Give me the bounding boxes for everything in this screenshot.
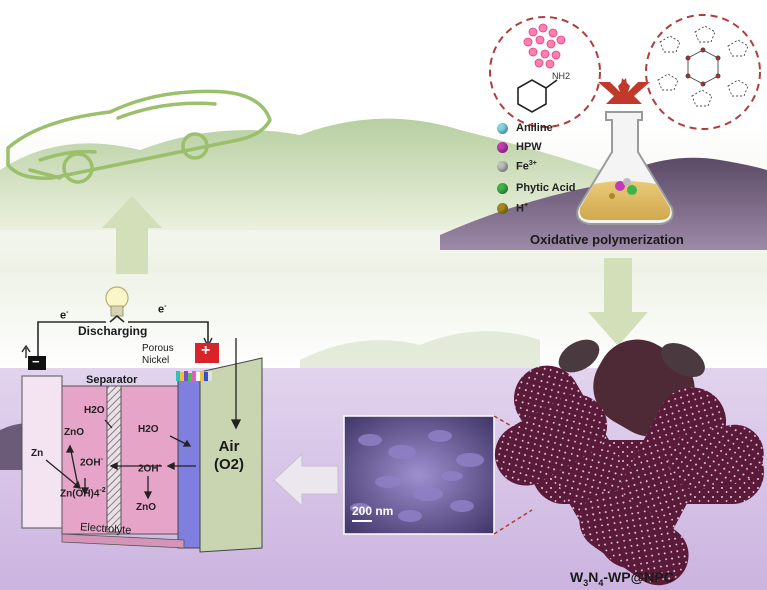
- electron-right-label: e-: [158, 303, 167, 316]
- positive-terminal: [195, 343, 219, 363]
- legend-item-hpw: HPW: [497, 138, 542, 156]
- legend-label: Aniline: [516, 122, 553, 134]
- hpw-dot-icon: [497, 141, 508, 153]
- porous-nickel: [177, 379, 201, 549]
- aniline-circle: [489, 16, 601, 128]
- electron-left-label: e-: [60, 309, 69, 322]
- phytic-dot-icon: [497, 182, 508, 194]
- up-arrow: [102, 196, 162, 274]
- legend-label: HPW: [516, 141, 542, 153]
- legend-label: Fe3+: [516, 159, 537, 173]
- red-arrows-icon: [598, 78, 650, 104]
- green-mountains: [0, 118, 600, 230]
- hpw-cluster-icon: [523, 23, 566, 69]
- reaction-arrows: [45, 338, 242, 500]
- electrolyte-bottom: [61, 533, 185, 549]
- car-outline-icon: [6, 89, 272, 184]
- zno-top-label: ZnO: [64, 427, 84, 438]
- sem-image: [343, 415, 495, 535]
- flask-icon: [576, 111, 674, 225]
- discharging-label: Discharging: [78, 324, 148, 338]
- negative-terminal: [28, 356, 46, 370]
- legend-label: Phytic Acid: [516, 182, 576, 194]
- air-cathode: [199, 357, 263, 553]
- wires: [37, 314, 209, 358]
- separator: [106, 385, 122, 533]
- h-dot-icon: [497, 202, 508, 214]
- oh-left-label: 2OH-: [80, 456, 103, 469]
- zno-bottom-label: ZnO: [136, 502, 156, 513]
- nickel-texture: [176, 371, 212, 381]
- minus-sign: −: [32, 354, 40, 369]
- connector-bottom: [493, 509, 533, 535]
- legend-label: H+: [516, 201, 529, 215]
- aniline-molecule-icon: [517, 79, 558, 113]
- legend-item-phytic-acid: Phytic Acid: [497, 179, 576, 197]
- h2o-left-label: H2O: [84, 405, 105, 416]
- phytic-circle: [645, 14, 761, 130]
- lightbulb-icon: [105, 286, 129, 317]
- down-arrow: [588, 258, 648, 346]
- process-label: Oxidative polymerization: [530, 232, 684, 247]
- legend-item-aniline: Aniline: [497, 119, 553, 137]
- left-arrow: [273, 452, 339, 508]
- product-label: W3N4-WP@NPC: [570, 569, 674, 588]
- phytic-acid-molecule-icon: [657, 25, 749, 107]
- sem-scale-label: 200 nm: [352, 504, 394, 518]
- separator-label: Separator: [86, 374, 138, 386]
- electron-flow-arrow-left: [21, 344, 31, 358]
- legend-item-fe: Fe3+: [497, 157, 537, 175]
- faint-mountains: [300, 331, 540, 370]
- plus-sign: +: [201, 342, 211, 359]
- oh-right-label: 2OH-: [138, 462, 161, 475]
- legend-item-h: H+: [497, 199, 528, 217]
- h2o-right-label: H2O: [138, 424, 159, 435]
- zinc-chamber: [21, 375, 63, 529]
- aniline-dot-icon: [497, 122, 508, 134]
- air-label: Air(O2): [214, 438, 244, 473]
- zn-oh4-label: Zn(OH)4-2: [60, 487, 106, 500]
- zn-label: Zn: [31, 448, 44, 459]
- fe-dot-icon: [497, 160, 508, 172]
- nanostructure-icon: [494, 339, 764, 586]
- nh2-label: NH2: [552, 71, 571, 81]
